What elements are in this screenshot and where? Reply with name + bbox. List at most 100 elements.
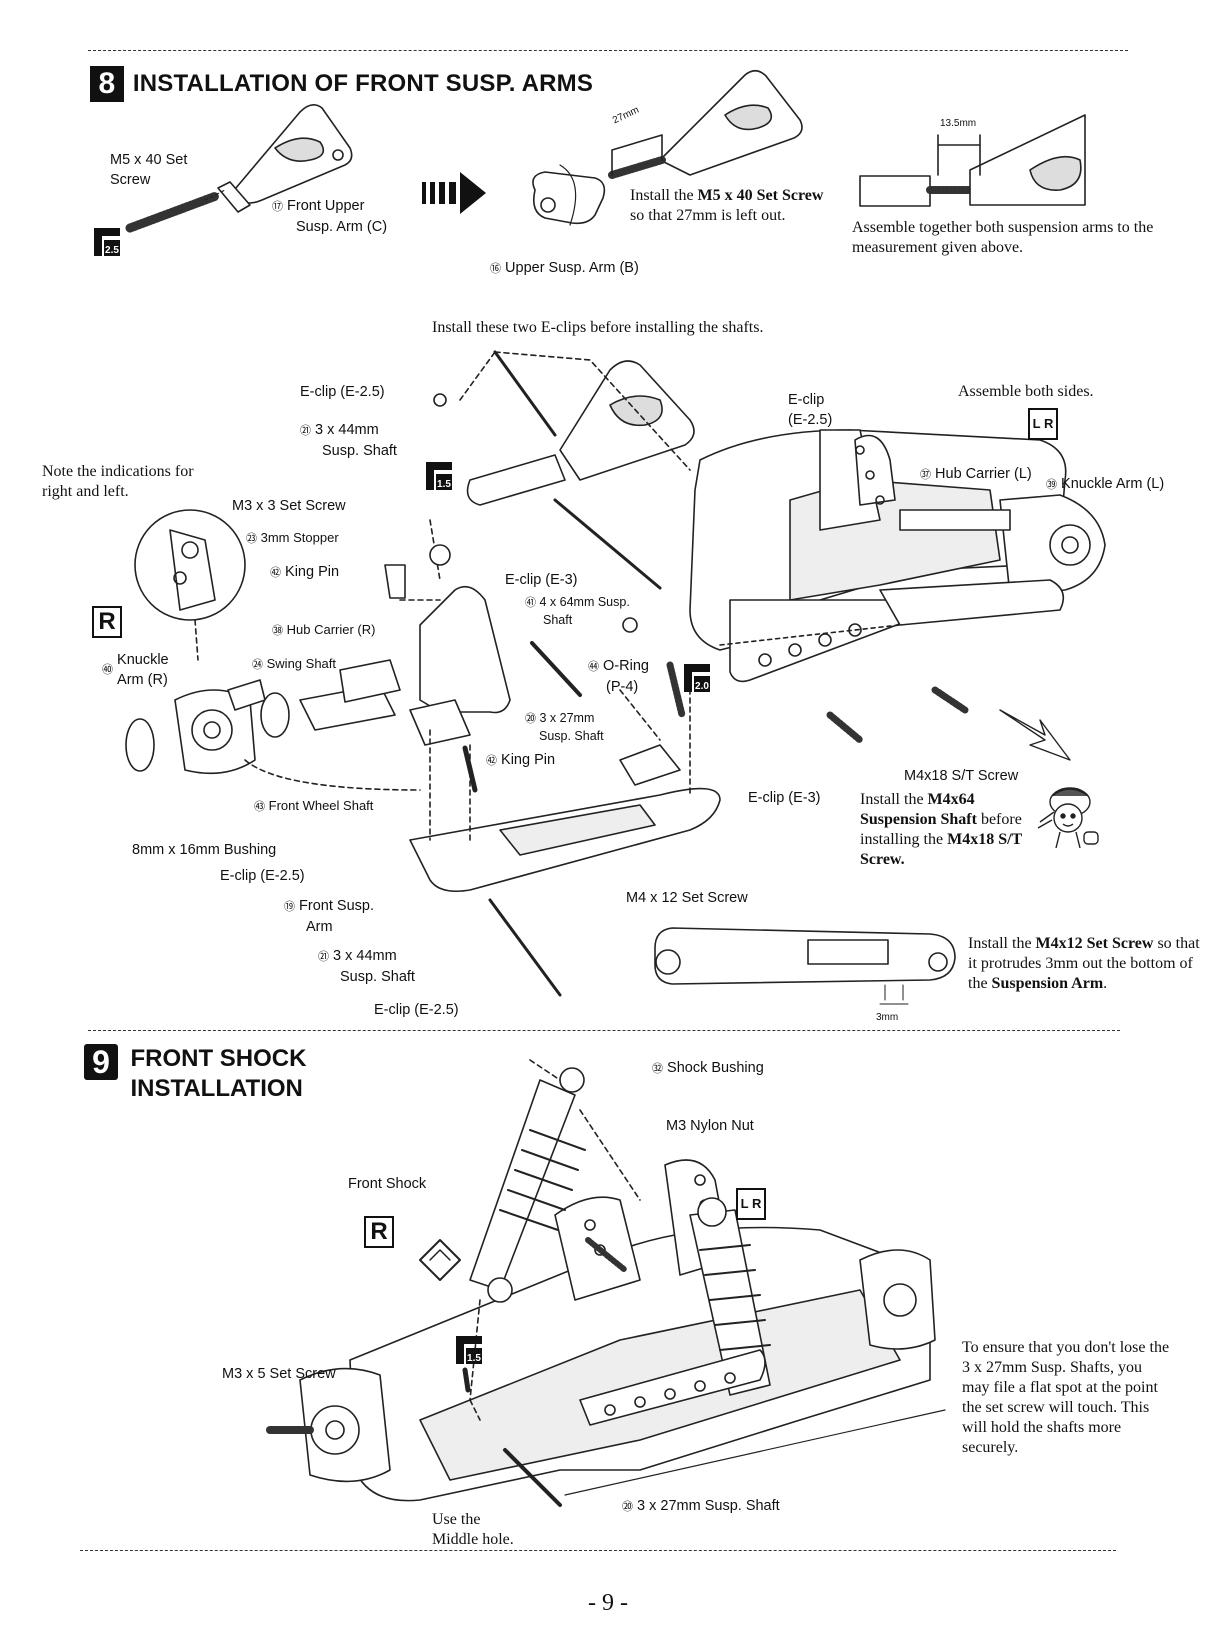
eclip-e3-mid-label: E-clip (E-3): [505, 572, 578, 588]
note-mid: before installing the: [860, 811, 1022, 848]
m4x64-note: Install the M4x64 Suspension Shaft befor…: [860, 790, 1040, 870]
part-number: ㉑: [318, 951, 329, 963]
front-susp-arm-label: ⑲ Front Susp. Arm: [284, 896, 374, 937]
instruction-post: so that 27mm is left out.: [630, 207, 786, 224]
hex-wrench-2-5-icon: 2.5: [92, 226, 122, 258]
eclip-e25-mid-label: E-clip (E-2.5): [220, 868, 305, 884]
section-9-title-line1: FRONT SHOCK: [130, 1045, 307, 1072]
king-pin-top-label: ㊷ King Pin: [270, 562, 339, 583]
label-line2: Shaft: [543, 613, 573, 627]
section-9-number: 9: [84, 1044, 118, 1080]
part-number: ㊲: [920, 469, 931, 481]
label-line1: O-Ring: [603, 658, 649, 674]
label-line2: Arm (R): [117, 672, 168, 688]
hub-carrier-l-label: ㊲ Hub Carrier (L): [920, 464, 1032, 485]
note-pre: Install the: [968, 935, 1036, 952]
o-ring-label: ㊹ O-Ring (P-4): [588, 656, 649, 697]
label-line1: 3 x 27mm: [539, 711, 595, 725]
label-text: 3mm Stopper: [260, 530, 339, 545]
part-label-line1: Front Upper: [287, 198, 365, 214]
king-pin-bottom-label: ㊷ King Pin: [486, 750, 555, 771]
upper-arm-b-drawing: [533, 71, 802, 225]
label-text: Knuckle Arm (L): [1061, 476, 1165, 492]
label-line1: Use the: [432, 1511, 481, 1528]
section-divider: [88, 1030, 1120, 1031]
hex-wrench-1-5-icon: 1.5: [424, 460, 454, 492]
label-line1: Knuckle: [117, 652, 169, 668]
m4x18-st-screw-label: M4x18 S/T Screw: [904, 768, 1019, 784]
bushing-label: 8mm x 16mm Bushing: [132, 842, 277, 858]
note-pre: Install the: [860, 791, 928, 808]
note-bold1: M4x12 Set Screw: [1035, 935, 1154, 952]
label-line1: Front Susp.: [299, 898, 374, 914]
part-number: ㉜: [652, 1063, 663, 1075]
part-number: ㊶: [525, 597, 536, 609]
shaft-3x27-label: ⑳ 3 x 27mm Susp. Shaft: [525, 710, 604, 745]
assemble-together-instruction: Assemble together both suspension arms t…: [852, 219, 1154, 256]
part-number: ㊷: [486, 755, 497, 767]
part-number: ㉓: [246, 533, 257, 545]
part-number: ㊳: [272, 625, 283, 637]
shock-bushing-label: ㉜ Shock Bushing: [652, 1058, 764, 1079]
section-9-header: 9 FRONT SHOCK INSTALLATION: [84, 1044, 306, 1104]
part-number: ⑳: [622, 1501, 633, 1513]
instruction-bold: M5 x 40 Set Screw: [697, 187, 824, 204]
label-text: King Pin: [501, 752, 556, 768]
set-screw-tip-note: To ensure that you don't lose the 3 x 27…: [962, 1339, 1170, 1456]
dim-13-5mm: 13.5mm: [940, 118, 977, 129]
part-number: ⑳: [525, 713, 536, 725]
label-line2: (E-2.5): [788, 412, 833, 428]
part-number: ㊹: [588, 661, 599, 673]
part-number: ⑯: [490, 263, 501, 275]
svg-text:2.0: 2.0: [695, 681, 709, 692]
part-number: ㉔: [252, 659, 263, 671]
part-number: ㊷: [270, 567, 281, 579]
svg-text:1.5: 1.5: [467, 1353, 481, 1364]
note-mid: so that it protrudes 3mm out the bottom …: [968, 935, 1200, 992]
front-suspension-exploded-drawing: [126, 352, 1105, 995]
suspension-arm-side-view: [655, 928, 955, 1004]
part-number: ⑲: [284, 901, 295, 913]
shaft-3x44-top-label: ㉑ 3 x 44mm Susp. Shaft: [300, 420, 397, 461]
shaft-3x44-bottom-label: ㉑ 3 x 44mm Susp. Shaft: [318, 946, 415, 987]
label-line2: Susp. Shaft: [340, 969, 415, 985]
part-label: Upper Susp. Arm (B): [505, 260, 639, 276]
hub-carrier-r-label: ㊳ Hub Carrier (R): [272, 620, 375, 641]
m3x5-set-screw-label: M3 x 5 Set Screw: [222, 1366, 336, 1382]
label-text: Swing Shaft: [266, 656, 336, 671]
upper-arm-b-label: ⑯ Upper Susp. Arm (B): [490, 258, 639, 279]
label-text: 3 x 27mm Susp. Shaft: [637, 1498, 780, 1514]
bottom-divider: [80, 1550, 1116, 1551]
label-text: Hub Carrier (R): [286, 622, 376, 637]
front-wheel-shaft-label: ㊸ Front Wheel Shaft: [254, 796, 373, 817]
label-text: Shock Bushing: [667, 1060, 764, 1076]
front-shock-label: Front Shock: [348, 1176, 427, 1192]
note-bold2: M4x18 S/T Screw.: [860, 831, 1022, 868]
swing-shaft-label: ㉔ Swing Shaft: [252, 654, 336, 675]
label-line1: 3 x 44mm: [315, 422, 379, 438]
mascot-icon: [1030, 782, 1100, 850]
shaft-3x27-section9-label: ⑳ 3 x 27mm Susp. Shaft: [622, 1496, 780, 1517]
label-line1: 3 x 44mm: [333, 948, 397, 964]
front-shock-installation-drawing: [270, 1060, 945, 1505]
note-right-left: Note the indications for right and left.: [42, 463, 194, 500]
eclip-e3-right-label: E-clip (E-3): [748, 790, 821, 806]
m4x12-note: Install the M4x12 Set Screw so that it p…: [968, 934, 1208, 994]
eclip-e25-top-label: E-clip (E-2.5): [300, 384, 385, 400]
assembled-arms-drawing: [860, 115, 1085, 206]
label-text: Hub Carrier (L): [935, 466, 1032, 482]
right-side-badge-r: R: [92, 606, 122, 638]
note-bold1: M4x64 Suspension Shaft: [860, 791, 977, 828]
part-number: ㊸: [254, 801, 265, 813]
lr-badge-section9: L R: [736, 1188, 766, 1220]
note-bold2: Suspension Arm: [991, 975, 1104, 992]
label-text: Front Wheel Shaft: [268, 798, 374, 813]
use-middle-hole-label: Use the Middle hole.: [432, 1510, 514, 1550]
hex-wrench-1-5-icon-section9: 1.5: [454, 1334, 484, 1366]
knuckle-arm-l-label: ㊴ Knuckle Arm (L): [1046, 474, 1164, 495]
svg-text:1.5: 1.5: [437, 479, 451, 490]
section-9-title-line2: INSTALLATION: [130, 1075, 303, 1102]
m5x40-instruction: Install the M5 x 40 Set Screw so that 27…: [630, 186, 840, 226]
label-line2: (P-4): [606, 679, 639, 695]
